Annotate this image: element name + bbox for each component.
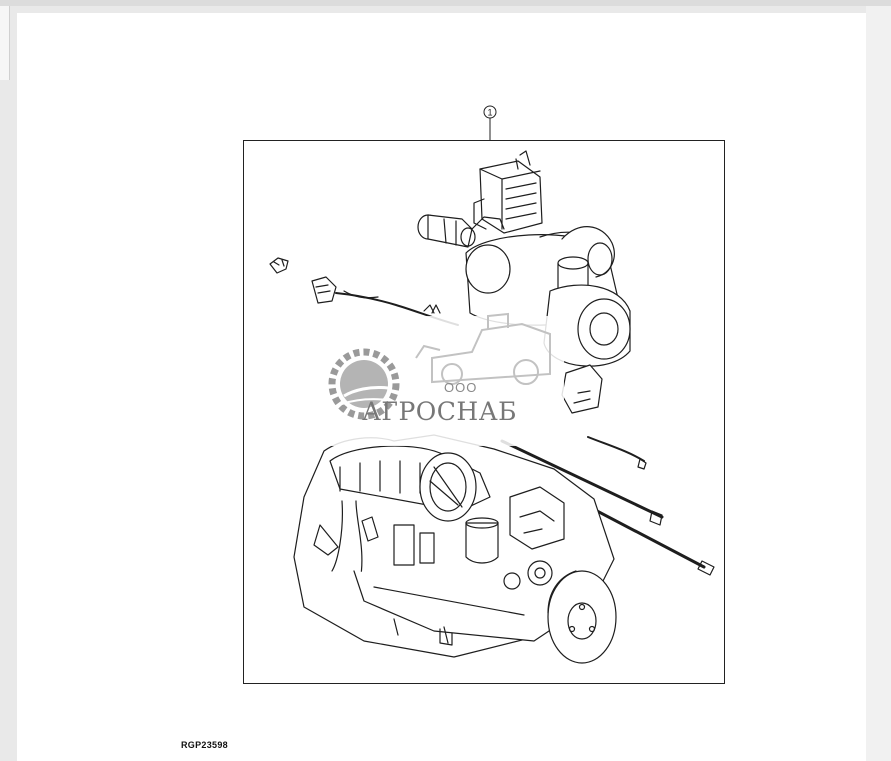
gear-logo-icon [328, 348, 400, 420]
watermark-prefix: ООО [444, 380, 478, 395]
figure-code: RGP23598 [181, 740, 228, 750]
right-gutter [866, 6, 891, 761]
engine-illustration [269, 150, 715, 664]
combine-harvester-icon [415, 312, 551, 385]
watermark-brand-name: АГРОСНАБ [362, 397, 518, 426]
top-strip [0, 0, 891, 6]
left-scroll-rail[interactable] [0, 6, 10, 80]
callout-circle-icon [483, 105, 497, 140]
callout-number: 1 [487, 108, 492, 118]
